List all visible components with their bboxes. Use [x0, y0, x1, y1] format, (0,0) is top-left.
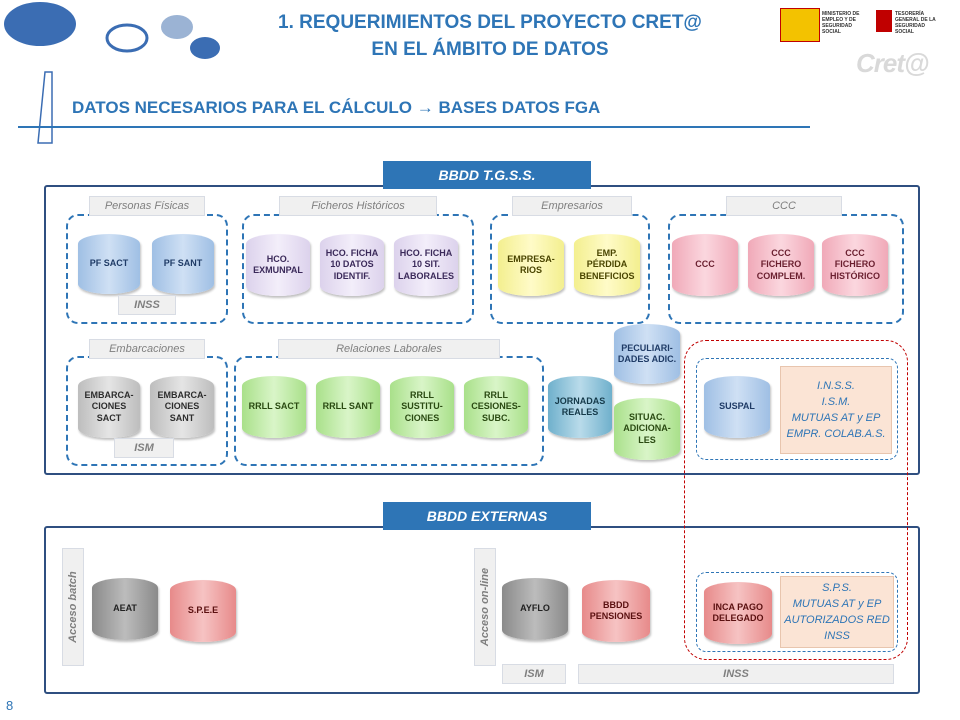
footer-ism: ISM	[114, 438, 174, 458]
info-line: I.S.M.	[821, 396, 851, 408]
ministry-crest-icon	[780, 8, 820, 42]
db-pf-sant: PF SANT	[152, 234, 214, 294]
db-hco-ficha10-datos: HCO. FICHA 10 DATOS IDENTIF.	[320, 234, 384, 296]
group-label-ccc: CCC	[726, 196, 842, 216]
info-line: I.N.S.S.	[817, 380, 855, 392]
page-title-line2: EN EL ÁMBITO DE DATOS	[371, 39, 609, 60]
group-label-empresarios: Empresarios	[512, 196, 632, 216]
info-line: MUTUAS AT y EP	[792, 598, 882, 610]
db-embarcaciones-sant: EMBARCA-CIONES SANT	[150, 376, 214, 438]
db-ccc: CCC	[672, 234, 738, 296]
db-pf-sact: PF SACT	[78, 234, 140, 294]
decor-bar	[37, 71, 53, 144]
db-aeat: AEAT	[92, 578, 158, 640]
footer-inss: INSS	[118, 295, 176, 315]
db-bbdd-pensiones: BBDD PENSIONES	[582, 580, 650, 642]
creta-logo: Cret@	[856, 48, 929, 78]
info-line: INSS	[824, 630, 850, 642]
db-spee: S.P.E.E	[170, 580, 236, 642]
decorative-circles	[4, 2, 220, 144]
db-rrll-cesiones: RRLL CESIONES-SUBC.	[464, 376, 528, 438]
arrow-right-icon: →	[416, 98, 434, 117]
db-rrll-sustituciones: RRLL SUSTITU-CIONES	[390, 376, 454, 438]
logo-block: MINISTERIO DE EMPLEO Y DE SEGURIDAD SOCI…	[780, 8, 940, 42]
tgss-info-box: I.N.S.S. I.S.M. MUTUAS AT y EP EMPR. COL…	[780, 366, 892, 454]
group-label-personas: Personas Físicas	[89, 196, 205, 216]
db-hco-ficha10-sit: HCO. FICHA 10 SIT. LABORALES	[394, 234, 458, 296]
acceso-batch-label: Acceso batch	[62, 548, 84, 666]
db-situaciones-adicionales: SITUAC. ADICIONA-LES	[614, 398, 680, 460]
db-emp-perdida-beneficios: EMP. PÉRDIDA BENEFICIOS	[574, 234, 640, 296]
group-label-embarcaciones: Embarcaciones	[89, 339, 205, 359]
db-ccc-fichero-complem: CCC FICHERO COMPLEM.	[748, 234, 814, 296]
acceso-online-label: Acceso on-line	[474, 548, 496, 666]
tgss-logo-icon	[876, 10, 892, 32]
externas-info-box: S.P.S. MUTUAS AT y EP AUTORIZADOS RED IN…	[780, 576, 894, 648]
group-label-relaciones: Relaciones Laborales	[278, 339, 500, 359]
db-ccc-fichero-historico: CCC FICHERO HISTÓRICO	[822, 234, 888, 296]
db-ayflo: AYFLO	[502, 578, 568, 640]
decor-circle	[161, 15, 193, 39]
db-inca-pago-delegado: INCA PAGO DELEGADO	[704, 582, 772, 644]
ministry-logo-text: MINISTERIO DE EMPLEO Y DE SEGURIDAD SOCI…	[822, 11, 860, 35]
subtitle-right: BASES DATOS FGA	[438, 98, 601, 117]
db-embarcaciones-sact: EMBARCA-CIONES SACT	[78, 376, 140, 438]
info-line: S.P.S.	[822, 582, 852, 594]
group-label-historicos: Ficheros Históricos	[279, 196, 437, 216]
externas-footer-inss: INSS	[578, 664, 894, 684]
info-line: MUTUAS AT y EP	[791, 412, 881, 424]
page-number: 8	[6, 698, 14, 713]
decor-circle	[190, 37, 220, 59]
section-subtitle: DATOS NECESARIOS PARA EL CÁLCULO → BASES…	[72, 98, 600, 118]
db-suspal: SUSPAL	[704, 376, 770, 438]
group-suspal	[696, 358, 898, 460]
subtitle-left: DATOS NECESARIOS PARA EL CÁLCULO	[72, 98, 413, 117]
tgss-logo-text: TESORERÍA GENERAL DE LA SEGURIDAD SOCIAL	[895, 11, 936, 35]
group-inca	[696, 572, 898, 652]
db-jornadas-reales: JORNADAS REALES	[548, 376, 612, 438]
subtitle-underline	[18, 126, 810, 128]
decor-circle	[4, 2, 76, 46]
decor-circle	[105, 23, 149, 53]
db-rrll-sact: RRLL SACT	[242, 376, 306, 438]
db-rrll-sant: RRLL SANT	[316, 376, 380, 438]
externas-footer-ism: ISM	[502, 664, 566, 684]
db-hco-exmunpal: HCO. EXMUNPAL	[246, 234, 310, 296]
page-title: 1. REQUERIMIENTOS DEL PROYECTO CRET@	[278, 12, 702, 33]
db-empresarios: EMPRESA-RIOS	[498, 234, 564, 296]
info-line: AUTORIZADOS RED	[784, 614, 890, 626]
db-peculiaridades: PECULIARI-DADES ADIC.	[614, 324, 680, 384]
externas-panel-title: BBDD EXTERNAS	[383, 502, 591, 530]
tgss-panel-title: BBDD T.G.S.S.	[383, 161, 591, 189]
highlight-dashed-frame	[684, 340, 908, 660]
info-line: EMPR. COLAB.A.S.	[786, 428, 886, 440]
